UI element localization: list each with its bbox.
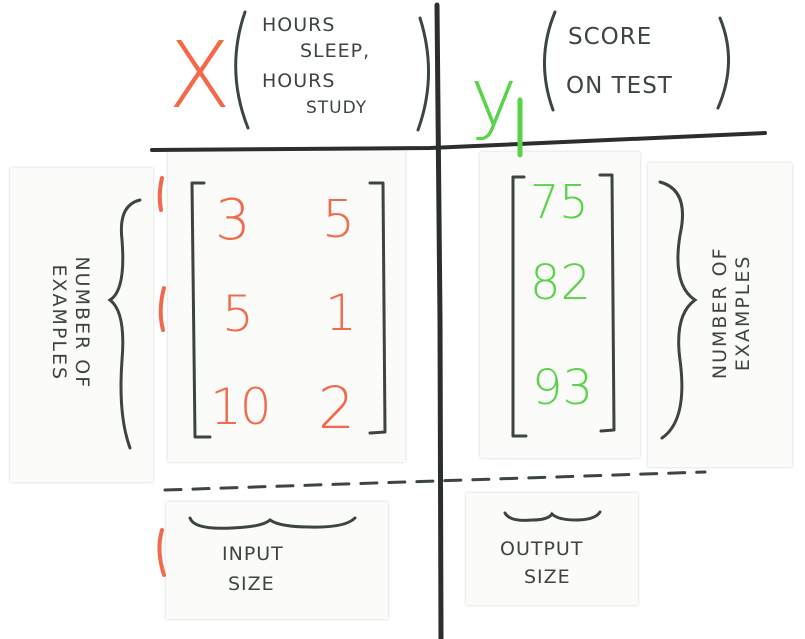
x-label-line2: sleep,: [300, 40, 371, 62]
x-label-line3: Hours: [262, 70, 336, 92]
right-brace-label-line1: Number of: [709, 246, 732, 380]
left-brace-label: Number of Examples: [47, 213, 93, 433]
left-brace-label-line1: Number of: [70, 256, 93, 390]
right-brace-label: Number of Examples: [709, 203, 755, 423]
x-label-right-paren: [416, 16, 431, 132]
x-matrix-cell: 1: [325, 284, 357, 342]
x-matrix-cell: 3: [215, 188, 251, 253]
output-size-line1: Output: [500, 538, 584, 560]
x-label-line4: study: [306, 98, 368, 118]
input-size-brace: [188, 516, 357, 530]
output-size-brace: [503, 510, 602, 522]
y-vector-left-bracket: [511, 175, 528, 438]
left-brace-label-line2: Examples: [48, 264, 70, 382]
right-label-card: [648, 163, 792, 467]
left-label-card: [10, 168, 153, 482]
output-size-line2: Size: [524, 566, 571, 588]
vertical-divider: [434, 2, 444, 639]
output-size-card: [466, 493, 638, 605]
x-matrix-card: [168, 150, 405, 462]
y-vector-cell: 93: [532, 360, 594, 416]
y-label-left-paren: [542, 10, 557, 112]
x-matrix-cell: 5: [322, 190, 356, 250]
y-label-line2: on test: [566, 73, 673, 99]
y-vector-cell: 75: [530, 175, 589, 229]
red-edge-mark-3: [157, 528, 166, 577]
input-size-line2: Size: [228, 573, 275, 595]
red-edge-mark-2: [158, 286, 166, 332]
x-label-line1: Hours: [262, 14, 336, 36]
x-matrix-cell: 10: [210, 378, 272, 436]
horizontal-divider: [150, 131, 767, 152]
x-matrix-cell: 5: [222, 285, 254, 343]
right-brace-label-line2: Examples: [732, 254, 754, 372]
y-label-line1: Score: [568, 24, 653, 50]
x-matrix-left-bracket: [190, 181, 212, 439]
x-matrix-cell: 2: [318, 374, 355, 442]
x-label-left-paren: [234, 10, 250, 130]
right-brace: [658, 180, 698, 440]
input-size-line1: Input: [222, 543, 284, 565]
y-label-right-paren: [716, 16, 730, 110]
dashed-divider: [163, 470, 707, 492]
x-matrix-right-bracket: [368, 181, 387, 435]
y-vector-right-bracket: [598, 173, 616, 433]
y-letter: y: [470, 51, 518, 144]
red-edge-mark-1: [157, 176, 164, 212]
y-vector-cell: 82: [530, 255, 592, 311]
left-brace: [107, 198, 142, 450]
x-letter: X: [168, 22, 232, 129]
